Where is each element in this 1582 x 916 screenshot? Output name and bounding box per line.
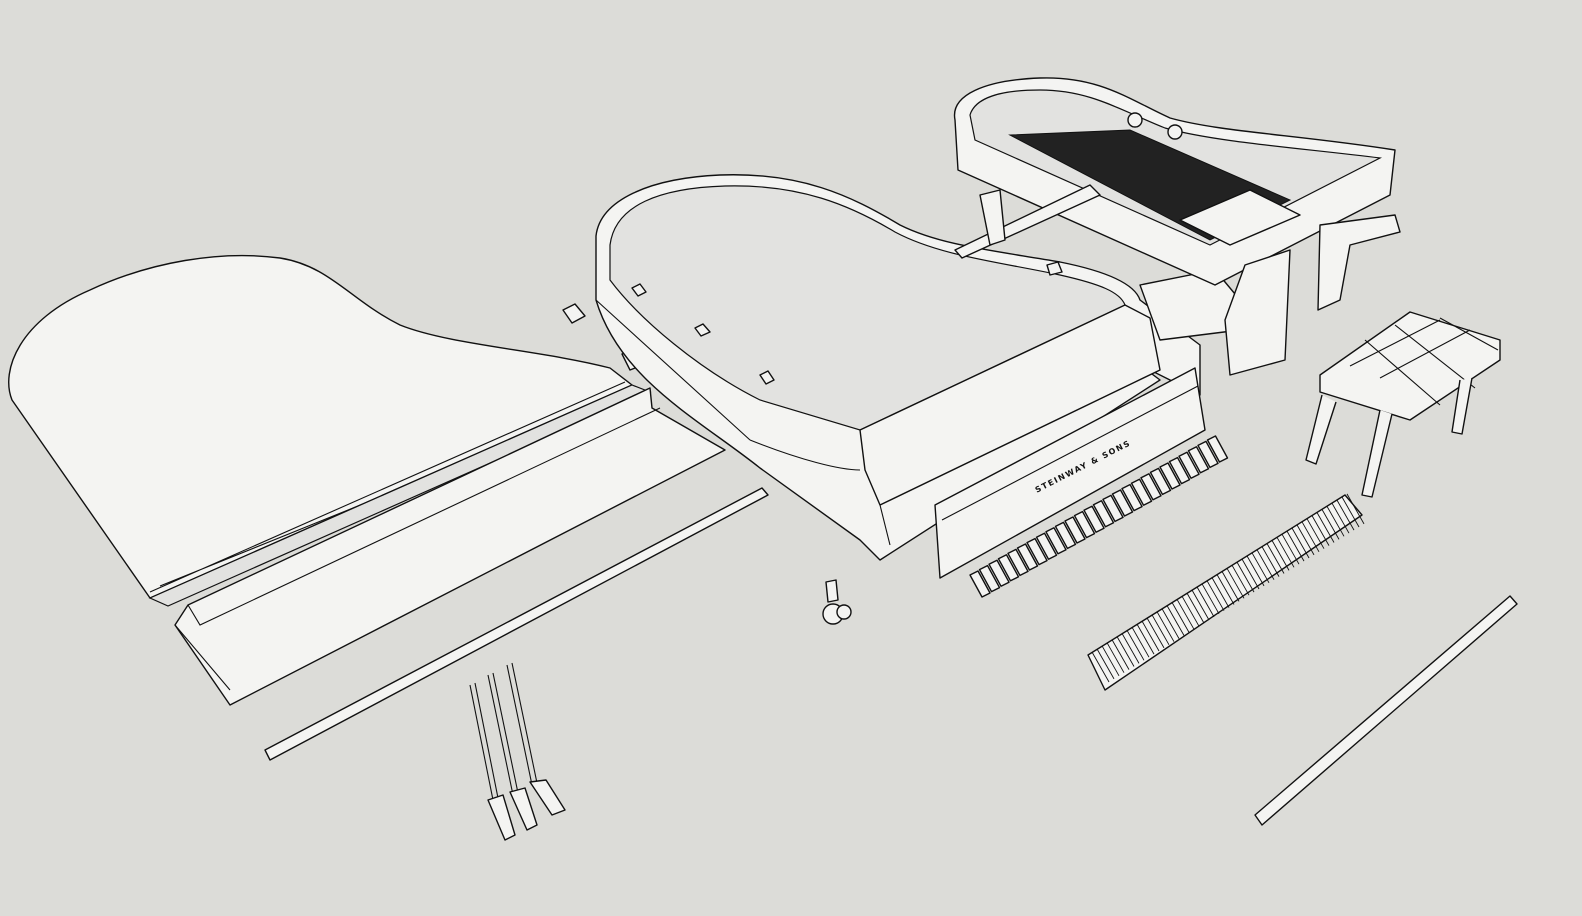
pedal-lyre[interactable] (469, 662, 566, 841)
action-key (1221, 571, 1240, 602)
key (1054, 521, 1077, 550)
key (1111, 489, 1134, 517)
action-key (1246, 555, 1265, 587)
action-key (1121, 633, 1140, 664)
action-key (1186, 592, 1205, 624)
action-key (1146, 617, 1165, 649)
action-key (1286, 530, 1305, 562)
action-key (1131, 626, 1150, 658)
action-key (1136, 623, 1155, 655)
key (997, 554, 1020, 582)
caster-wheel[interactable] (822, 579, 852, 625)
action-key (1266, 543, 1285, 574)
action-key (1336, 499, 1355, 531)
key (978, 564, 1001, 593)
action-key (1161, 608, 1180, 639)
action-key (1126, 630, 1145, 661)
action-key (1301, 521, 1320, 553)
action-key (1206, 580, 1225, 611)
key (1092, 500, 1115, 528)
action-key (1111, 639, 1130, 670)
key (1073, 510, 1096, 539)
key (1206, 435, 1229, 463)
action-key (1251, 552, 1270, 584)
key (1102, 494, 1124, 523)
action-key (1316, 512, 1335, 543)
action-key (1296, 524, 1315, 556)
keyboard-keys[interactable] (969, 435, 1229, 598)
action-key (1291, 527, 1310, 559)
action-key (1151, 614, 1170, 646)
action-key (1231, 564, 1250, 596)
action-key (1321, 509, 1340, 540)
action-key (1196, 586, 1215, 618)
key (1187, 446, 1210, 474)
key (1159, 462, 1181, 490)
action-key (1346, 493, 1365, 525)
action-key (1271, 540, 1290, 571)
action-key (1116, 636, 1135, 667)
key (1064, 516, 1086, 544)
key (1140, 473, 1162, 501)
frame-assembly[interactable] (953, 77, 1401, 376)
action-key (1216, 574, 1235, 605)
action-key (1236, 561, 1255, 593)
key (969, 570, 991, 598)
action-key (1191, 589, 1210, 621)
action-key (1226, 568, 1245, 599)
action-key (1091, 651, 1110, 683)
key (1083, 505, 1105, 533)
lid-stick[interactable] (264, 487, 769, 761)
action-key (1241, 558, 1260, 590)
key-slip[interactable] (1254, 595, 1518, 826)
action-key (1341, 496, 1360, 528)
action-key (1306, 518, 1325, 549)
action-key (1211, 577, 1230, 608)
piano-bench[interactable] (1305, 311, 1501, 498)
action-key (1101, 645, 1120, 677)
action-key (1276, 537, 1295, 568)
key-action[interactable] (1087, 493, 1365, 691)
action-key (1181, 595, 1200, 627)
action-key (1141, 620, 1160, 652)
piano-case[interactable] (595, 174, 1241, 561)
action-key (1256, 549, 1275, 580)
action-key (1331, 502, 1350, 534)
key (1016, 543, 1039, 571)
action-key (1156, 611, 1175, 642)
key (1045, 527, 1067, 555)
action-key (1261, 546, 1280, 577)
action-key (1176, 599, 1195, 630)
key (988, 559, 1010, 587)
action-key (1201, 583, 1220, 615)
key (1149, 467, 1172, 496)
key (1178, 451, 1200, 479)
fallboard[interactable] (934, 367, 1206, 579)
key (1168, 456, 1191, 485)
action-key (1281, 533, 1300, 565)
action-key (1106, 642, 1125, 673)
key (1121, 483, 1143, 512)
action-key (1166, 605, 1185, 636)
key (1197, 440, 1219, 469)
action-key (1171, 602, 1190, 633)
key (1130, 478, 1153, 506)
key (1026, 537, 1048, 566)
key (1007, 548, 1029, 577)
front-lid[interactable] (174, 387, 726, 706)
key (1035, 532, 1058, 560)
action-key (1311, 515, 1330, 546)
action-key (1096, 648, 1115, 680)
action-key (1326, 506, 1345, 537)
